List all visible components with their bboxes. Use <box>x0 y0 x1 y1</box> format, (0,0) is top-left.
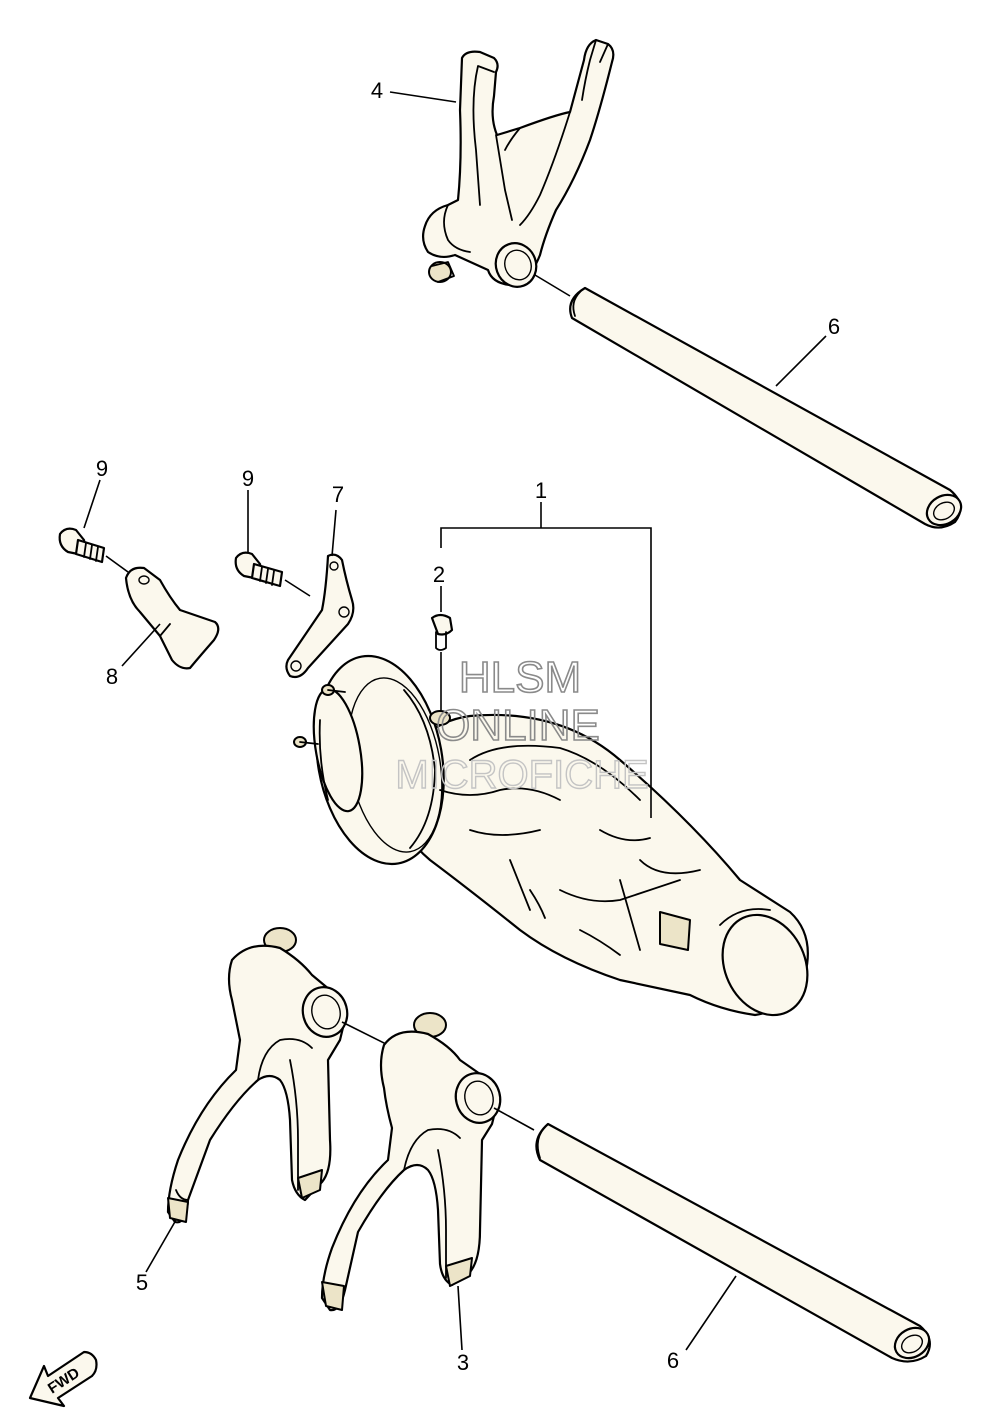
part-6-upper-guide-bar[interactable] <box>569 286 966 531</box>
part-2-pin[interactable] <box>430 613 454 651</box>
watermark-line-3: MICROFICHE <box>395 753 648 797</box>
part-5-lower-shift-fork-left[interactable] <box>166 927 353 1224</box>
bolt-right-insert-line <box>284 579 311 597</box>
callout-8: 8 <box>106 664 118 689</box>
part-4-upper-shift-fork[interactable] <box>421 38 615 293</box>
watermark-line-1: HLSM <box>459 653 581 702</box>
callout-6-lower: 6 <box>667 1348 679 1373</box>
callout-2: 2 <box>433 562 445 587</box>
watermark-line-2: ONLINE <box>436 701 600 750</box>
bolt-left-insert-line <box>105 555 129 573</box>
fwd-arrow-icon: FWD <box>28 1350 98 1408</box>
part-9-bolt-left[interactable] <box>58 527 106 564</box>
callout-4: 4 <box>371 78 383 103</box>
part-3-lower-shift-fork-right[interactable] <box>320 1012 506 1312</box>
watermark: HLSM ONLINE MICROFICHE <box>395 652 650 798</box>
fork-5-insert-line <box>341 1021 387 1045</box>
part-8-stopper-plate[interactable] <box>124 566 220 670</box>
callout-leaders <box>83 91 827 1351</box>
part-1-shift-drum[interactable] <box>293 646 823 1029</box>
callout-1: 1 <box>535 478 547 503</box>
callout-7: 7 <box>332 482 344 507</box>
part-6-lower-guide-bar[interactable] <box>535 1122 934 1364</box>
callout-6-upper: 6 <box>828 314 840 339</box>
part-7-segment-plate[interactable] <box>285 553 355 679</box>
callout-labels: 1 2 3 4 5 6 6 7 8 9 9 <box>96 78 840 1375</box>
fork-3-insert-line <box>493 1107 535 1131</box>
callout-9-right: 9 <box>242 466 254 491</box>
callout-5: 5 <box>136 1270 148 1295</box>
part-9-bolt-right[interactable] <box>234 551 284 588</box>
callout-9-left: 9 <box>96 456 108 481</box>
callout-3: 3 <box>457 1350 469 1375</box>
